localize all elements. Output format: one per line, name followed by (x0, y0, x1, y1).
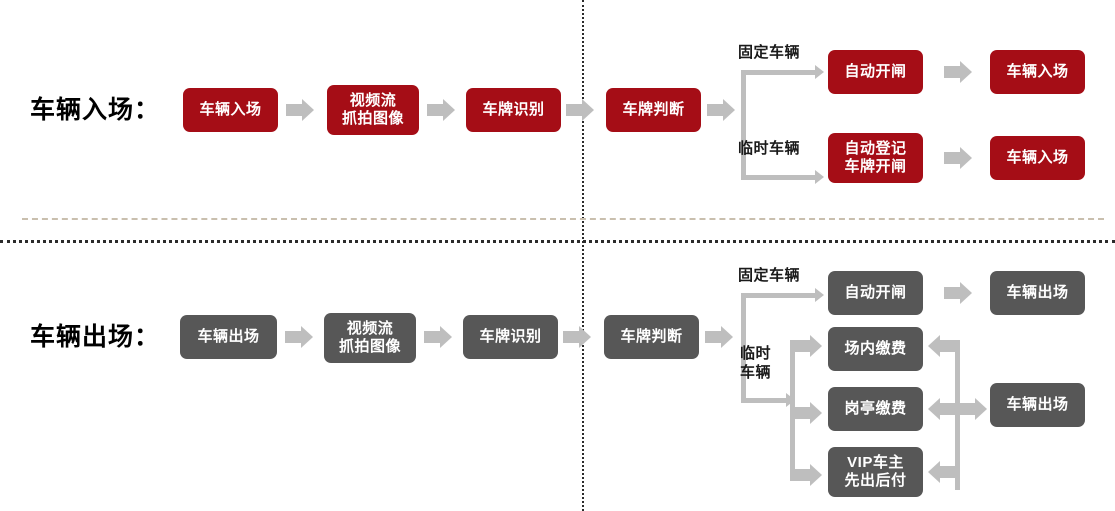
node-entry-temp-result[interactable]: 车辆入场 (990, 136, 1085, 180)
node-entry-judge[interactable]: 车牌判断 (606, 88, 701, 132)
node-exit-fixed-open[interactable]: 自动开闸 (828, 271, 923, 315)
horizontal-tan-divider (22, 218, 1104, 220)
node-exit-recognize[interactable]: 车牌识别 (463, 315, 558, 359)
node-exit-capture[interactable]: 视频流 抓拍图像 (324, 313, 416, 363)
entry-branch-label-temp: 临时车辆 (738, 140, 801, 157)
node-exit-start[interactable]: 车辆出场 (180, 315, 277, 359)
node-entry-capture[interactable]: 视频流 抓拍图像 (327, 85, 419, 135)
exit-branch-connector-vertical (741, 293, 746, 403)
entry-branch-label-fixed: 固定车辆 (738, 44, 801, 61)
node-exit-temp-onsite-pay[interactable]: 场内缴费 (828, 327, 923, 371)
entry-branch-connector-vertical (741, 70, 746, 180)
vertical-dotted-divider (582, 0, 584, 511)
node-entry-fixed-result[interactable]: 车辆入场 (990, 50, 1085, 94)
exit-branch-connector-fixed (741, 293, 817, 298)
node-entry-temp-register[interactable]: 自动登记 车牌开闸 (828, 133, 923, 183)
exit-branch-label-fixed: 固定车辆 (738, 267, 801, 284)
node-exit-temp-vip[interactable]: VIP车主 先出后付 (828, 447, 923, 497)
exit-branch-tip-fixed (815, 288, 824, 302)
exit-payment-merge-vertical (955, 340, 960, 490)
exit-branch-label-temp: 临时 车辆 (740, 345, 772, 381)
node-exit-fixed-result[interactable]: 车辆出场 (990, 271, 1085, 315)
entry-branch-connector-fixed (741, 70, 817, 75)
entry-branch-connector-temp (741, 175, 817, 180)
exit-branch-connector-temp (741, 398, 789, 403)
entry-flow-title: 车辆入场： (30, 96, 161, 124)
node-entry-start[interactable]: 车辆入场 (183, 88, 278, 132)
node-exit-temp-booth-pay[interactable]: 岗亭缴费 (828, 387, 923, 431)
horizontal-dotted-divider (0, 240, 1115, 243)
entry-branch-tip-fixed (815, 65, 824, 79)
node-exit-judge[interactable]: 车牌判断 (604, 315, 699, 359)
exit-flow-title: 车辆出场： (30, 323, 161, 351)
entry-branch-tip-temp (815, 170, 824, 184)
node-exit-temp-result[interactable]: 车辆出场 (990, 383, 1085, 427)
node-entry-fixed-open[interactable]: 自动开闸 (828, 50, 923, 94)
node-entry-recognize[interactable]: 车牌识别 (466, 88, 561, 132)
